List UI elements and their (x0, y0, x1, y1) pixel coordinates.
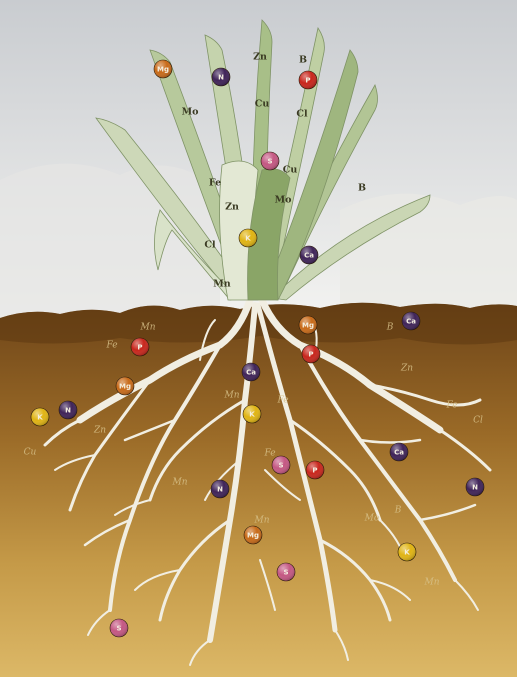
nutrient-disc-d-n-center: N (211, 480, 229, 498)
nutrient-disc-d-k-left: K (31, 408, 49, 426)
nutrient-label-mo-2: Mo (275, 195, 292, 206)
nutrient-label-mo-1: Mo (182, 107, 199, 118)
nutrient-disc-d-ca-center: Ca (242, 363, 260, 381)
soil-label-mo-s1: Mo (364, 514, 380, 524)
disc-label-d-p-center: P (308, 351, 313, 359)
cloud-shading (340, 194, 517, 320)
disc-label-d-s-center: S (278, 462, 283, 470)
nutrient-label-zn-2: Zn (225, 202, 239, 213)
disc-label-d-n-center: N (217, 486, 223, 494)
nutrient-label-zn-top: Zn (253, 52, 267, 63)
nutrient-label-b-top: B (299, 55, 307, 66)
nutrient-disc-d-ca-leaf: Ca (300, 246, 318, 264)
nutrient-label-cl-1: Cl (296, 109, 308, 120)
soil-label-fe-s1: Fe (105, 341, 117, 351)
disc-label-d-mg-low: Mg (247, 532, 259, 540)
soil-label-b-s2: B (394, 506, 402, 516)
nutrient-label-b-2: B (358, 183, 366, 194)
soil-label-mn-s4: Mn (253, 516, 269, 526)
soil-label-cu-s1: Cu (24, 448, 37, 458)
nutrient-disc-d-p-left: P (131, 338, 149, 356)
disc-label-d-s-low: S (283, 569, 288, 577)
soil-label-cl-s1: Cl (473, 416, 483, 426)
soil-label-mn-s1: Mn (139, 323, 155, 333)
nutrient-label-cu-2: Cu (283, 165, 298, 176)
disc-label-d-s-leaf: S (267, 158, 272, 166)
nutrient-label-cu-1: Cu (255, 99, 270, 110)
disc-label-d-ca-right2: Ca (394, 449, 404, 457)
disc-label-d-mg-leaf: Mg (157, 66, 169, 74)
soil-label-fe-s4: Fe (263, 449, 275, 459)
soil-label-b-s1: B (386, 323, 394, 333)
disc-label-d-s-bottom: S (116, 625, 121, 633)
disc-label-d-ca-right: Ca (406, 318, 416, 326)
nutrient-label-mn-1: Mn (213, 279, 231, 290)
disc-label-d-p-left: P (137, 344, 142, 352)
disc-label-d-p-leaf: P (305, 77, 310, 85)
nutrient-disc-d-mg-low: Mg (244, 526, 262, 544)
nutrient-disc-d-ca-right: Ca (402, 312, 420, 330)
soil-label-mn-s3: Mn (171, 478, 187, 488)
nutrient-disc-d-n-left: N (59, 401, 77, 419)
disc-label-d-ca-leaf: Ca (304, 252, 314, 260)
nutrient-disc-d-ca-right2: Ca (390, 443, 408, 461)
nutrient-disc-d-mg-base: Mg (299, 316, 317, 334)
nutrient-disc-d-p-leaf: P (299, 71, 317, 89)
nutrient-disc-d-n-right: N (466, 478, 484, 496)
nutrient-disc-d-k-right: K (398, 543, 416, 561)
disc-label-d-k-left: K (37, 414, 43, 422)
disc-label-d-mg-left: Mg (119, 383, 131, 391)
nutrient-disc-d-n-leaf: N (212, 68, 230, 86)
nutrient-disc-d-k-leaf: K (239, 229, 257, 247)
nutrient-disc-d-s-low: S (277, 563, 295, 581)
nutrient-label-cl-2: Cl (204, 240, 216, 251)
soil-label-fe-s3: Fe (445, 401, 457, 411)
soil-label-zn-s1: Zn (400, 364, 413, 374)
soil-label-fe-s2: Fe (276, 396, 288, 406)
disc-label-d-k-leaf: K (245, 235, 251, 243)
disc-label-d-k-right: K (404, 549, 410, 557)
nutrient-disc-d-s-bottom: S (110, 619, 128, 637)
soil-label-zn-s2: Zn (93, 426, 106, 436)
nutrient-label-fe-1: Fe (209, 178, 221, 189)
disc-label-d-mg-base: Mg (302, 322, 314, 330)
nutrient-disc-d-s-center: S (272, 456, 290, 474)
nutrient-disc-d-p-center2: P (306, 461, 324, 479)
disc-label-d-n-right: N (472, 484, 478, 492)
nutrient-disc-d-s-leaf: S (261, 152, 279, 170)
cloud-shading (0, 164, 220, 320)
disc-label-d-ca-center: Ca (246, 369, 256, 377)
nutrient-disc-d-k-center: K (243, 405, 261, 423)
nutrient-disc-d-mg-leaf: Mg (154, 60, 172, 78)
nutrient-disc-d-p-center: P (302, 345, 320, 363)
disc-label-d-n-left: N (65, 407, 71, 415)
soil-label-mn-s5: Mn (423, 578, 439, 588)
disc-label-d-n-leaf: N (218, 74, 224, 82)
soil-label-mn-s2: Mn (223, 391, 239, 401)
disc-label-d-k-center: K (249, 411, 255, 419)
nutrient-disc-d-mg-left: Mg (116, 377, 134, 395)
disc-label-d-p-center2: P (312, 467, 317, 475)
